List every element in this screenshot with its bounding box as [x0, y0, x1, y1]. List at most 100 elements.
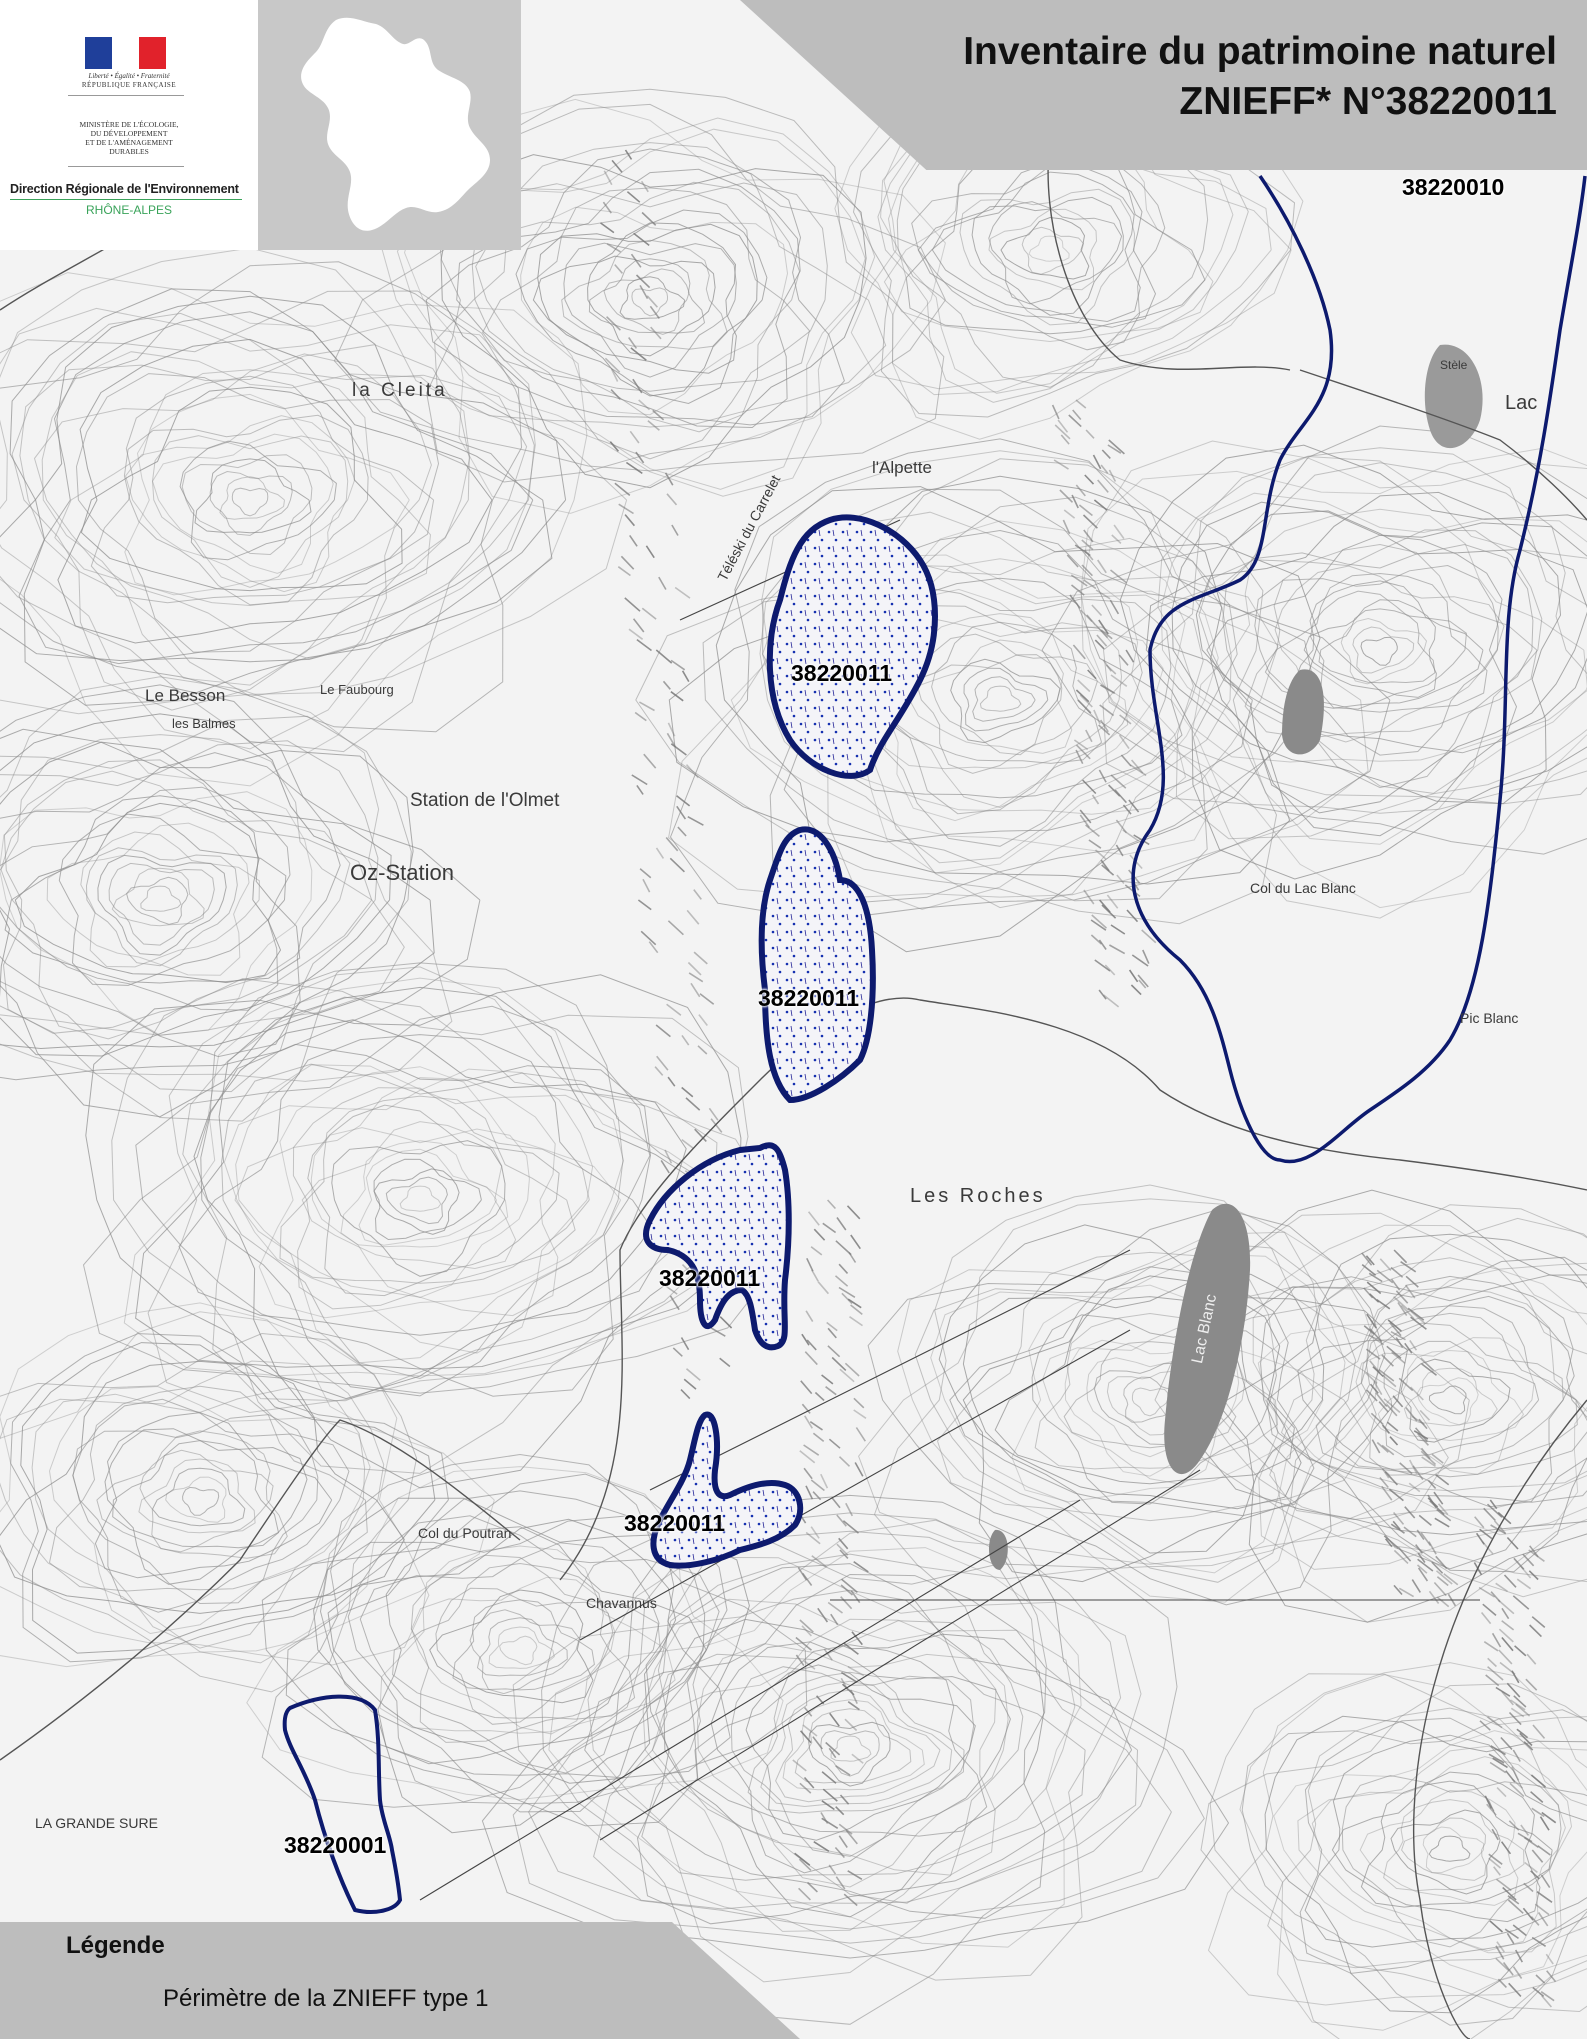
- rock-hatch: [801, 1625, 812, 1637]
- rock-hatch: [624, 514, 636, 527]
- rock-hatch: [1410, 1316, 1427, 1330]
- contour-line: [333, 88, 945, 472]
- contour-line: [1123, 1376, 1185, 1423]
- rock-hatch: [614, 264, 624, 274]
- contour-line: [1171, 501, 1587, 837]
- contour-line: [0, 752, 341, 1058]
- rock-hatch: [1070, 574, 1088, 587]
- rock-hatch: [1383, 1535, 1399, 1549]
- contour-line: [1416, 1377, 1479, 1426]
- rock-hatch: [693, 889, 702, 900]
- rock-hatch: [1115, 844, 1124, 857]
- rock-hatch: [795, 1654, 805, 1667]
- rock-hatch: [1503, 1574, 1517, 1588]
- rock-hatch: [853, 1561, 869, 1573]
- rock-hatch: [850, 1304, 863, 1316]
- rock-hatch: [1523, 1882, 1534, 1893]
- rock-hatch: [643, 753, 657, 769]
- contour-line: [1292, 580, 1484, 709]
- rock-hatch: [1502, 1886, 1517, 1901]
- rock-hatch: [1130, 984, 1142, 996]
- contour-line: [563, 242, 737, 378]
- contour-line: [1422, 1826, 1485, 1874]
- rock-hatch: [1495, 1945, 1505, 1960]
- rock-hatch: [669, 1295, 680, 1311]
- rock-hatch: [642, 878, 651, 893]
- rock-hatch: [680, 1389, 691, 1400]
- znieff-38220010-perimeter: [1131, 175, 1587, 1164]
- rock-hatch: [807, 1211, 820, 1226]
- contour-line: [730, 1666, 975, 1857]
- rock-hatch: [1075, 744, 1091, 760]
- rock-hatch: [630, 347, 647, 361]
- contour-line: [123, 414, 369, 606]
- rock-hatch: [1375, 1392, 1388, 1407]
- contour-line: [373, 1168, 460, 1235]
- rock-hatch: [1054, 424, 1071, 440]
- contour-line: [9, 288, 567, 706]
- rock-hatch: [844, 1362, 860, 1377]
- contour-line: [760, 1680, 953, 1808]
- contour-line: [1266, 1275, 1587, 1503]
- rock-hatch: [1483, 1507, 1496, 1521]
- contour-line: [234, 1077, 559, 1317]
- rock-hatch: [1496, 1786, 1507, 1798]
- place-le-faubourg: Le Faubourg: [320, 682, 394, 697]
- rock-hatch: [1386, 1345, 1402, 1359]
- place-pic-blanc: Pic Blanc: [1460, 1010, 1519, 1026]
- rock-hatch: [666, 732, 677, 748]
- zone-label-38220010: 38220010: [1402, 174, 1505, 200]
- lake-east: [1282, 669, 1324, 755]
- rock-hatch: [1386, 1421, 1399, 1432]
- contour-line: [221, 1063, 624, 1380]
- contour-line: [1195, 510, 1587, 814]
- rock-hatch: [1378, 1401, 1389, 1413]
- contour-line: [1360, 1322, 1564, 1476]
- contour-line: [1311, 1756, 1566, 1952]
- contour-line: [584, 1573, 1047, 1919]
- rock-hatch: [631, 774, 648, 786]
- rock-hatch: [639, 868, 652, 879]
- rock-hatch: [1437, 1503, 1449, 1516]
- contour-line: [147, 966, 773, 1414]
- contour-line: [1273, 1730, 1587, 1981]
- legend-panel: [0, 1922, 800, 2039]
- rock-hatch: [1531, 1936, 1547, 1947]
- contour-line: [1102, 447, 1587, 814]
- rock-hatch: [1111, 534, 1122, 544]
- contour-line: [85, 974, 742, 1489]
- rock-hatch: [1531, 1807, 1545, 1818]
- contour-line: [1198, 529, 1543, 794]
- contour-line: [151, 435, 349, 588]
- contour-line: [0, 713, 435, 1050]
- rock-hatch: [1417, 1552, 1426, 1563]
- rock-hatch: [681, 1034, 690, 1046]
- rock-hatch: [640, 180, 649, 193]
- rock-hatch: [1404, 1506, 1416, 1519]
- contour-line: [820, 1730, 880, 1777]
- rock-hatch: [1098, 724, 1111, 736]
- zone-label-38220001: 38220001: [284, 1832, 387, 1858]
- rock-hatch: [1536, 1891, 1553, 1903]
- rock-hatch: [1069, 594, 1081, 609]
- contour-line: [1236, 1256, 1587, 1573]
- contour-line: [548, 1547, 1082, 1948]
- rock-hatch: [687, 815, 704, 826]
- contour-line: [1309, 590, 1467, 710]
- rock-hatch: [1531, 1849, 1544, 1863]
- rock-hatch: [836, 1217, 847, 1231]
- rock-hatch: [1487, 1666, 1504, 1681]
- rock-hatch: [827, 1327, 837, 1339]
- rock-hatch: [838, 1286, 856, 1298]
- rock-hatch: [1062, 519, 1071, 535]
- rock-hatch: [1520, 1824, 1530, 1836]
- rock-hatch: [1428, 1590, 1440, 1604]
- rock-hatch: [805, 1531, 821, 1545]
- contour-line: [456, 168, 801, 429]
- contour-line: [97, 854, 227, 956]
- rock-hatch: [1100, 629, 1113, 640]
- rock-hatch: [632, 378, 643, 394]
- rock-hatch: [610, 389, 621, 400]
- rock-hatch: [851, 1753, 864, 1764]
- rock-hatch: [1484, 1795, 1493, 1809]
